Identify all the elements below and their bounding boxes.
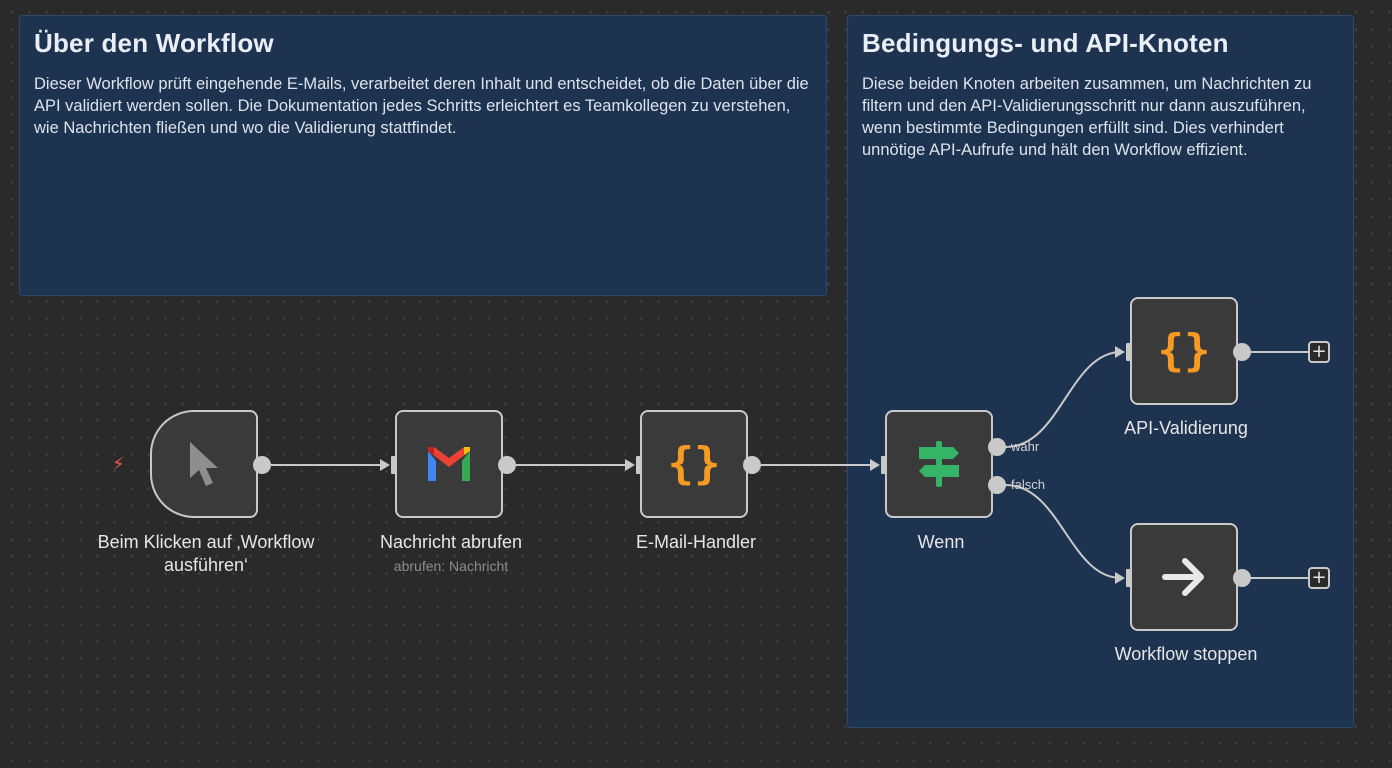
node-gmail-get-message[interactable]	[395, 410, 503, 518]
arrowhead	[870, 459, 880, 471]
output-handle[interactable]	[253, 456, 271, 474]
sticky-note-condition-api[interactable]: Bedingungs- und API-Knoten Diese beiden …	[847, 15, 1354, 728]
node-email-handler[interactable]: {}	[640, 410, 748, 518]
node-label: Beim Klicken auf ‚Workflow ausführen‘	[97, 532, 315, 575]
cursor-icon	[190, 442, 218, 486]
connection-if-false	[1005, 484, 1122, 579]
sticky-note-title: Über den Workflow	[34, 28, 274, 58]
arrowhead	[625, 459, 635, 471]
signpost-icon	[919, 441, 959, 487]
node-api-validation[interactable]: {}	[1130, 297, 1238, 405]
node-if[interactable]	[885, 410, 993, 518]
node-sublabel: abrufen: Nachricht	[393, 558, 509, 574]
output-handle[interactable]	[498, 456, 516, 474]
arrowhead	[1115, 346, 1125, 358]
output-handle[interactable]	[1233, 569, 1251, 587]
sticky-note-about-workflow[interactable]: Über den Workflow Dieser Workflow prüft …	[19, 15, 827, 296]
node-manual-trigger[interactable]	[150, 410, 258, 518]
add-node-button[interactable]: +	[1308, 341, 1330, 363]
sticky-note-title: Bedingungs- und API-Knoten	[862, 28, 1229, 58]
branch-label-true: wahr	[1011, 439, 1040, 454]
lightning-icon: ⚡	[112, 454, 125, 475]
branch-label-false: falsch	[1011, 477, 1045, 492]
gmail-icon	[428, 447, 470, 481]
output-handle-true[interactable]	[988, 438, 1006, 456]
node-label: Wenn	[917, 532, 965, 552]
code-braces-icon: {}	[1157, 325, 1211, 376]
code-braces-icon: {}	[667, 438, 721, 489]
arrowhead	[380, 459, 390, 471]
output-handle[interactable]	[1233, 343, 1251, 361]
connection-if-true	[1005, 351, 1122, 448]
node-label: API-Validierung	[1124, 418, 1248, 438]
sticky-note-body: Diese beiden Knoten arbeiten zusammen, u…	[862, 75, 1312, 159]
add-node-button[interactable]: +	[1308, 567, 1330, 589]
output-handle-false[interactable]	[988, 476, 1006, 494]
arrowhead	[1115, 572, 1125, 584]
node-label: Workflow stoppen	[1114, 644, 1258, 664]
sticky-note-body: Dieser Workflow prüft eingehende E-Mails…	[34, 75, 809, 137]
arrow-right-icon	[1162, 558, 1204, 596]
node-stop-workflow[interactable]	[1130, 523, 1238, 631]
output-handle[interactable]	[743, 456, 761, 474]
node-label: Nachricht abrufen	[379, 532, 523, 552]
node-label: E-Mail-Handler	[635, 532, 757, 552]
